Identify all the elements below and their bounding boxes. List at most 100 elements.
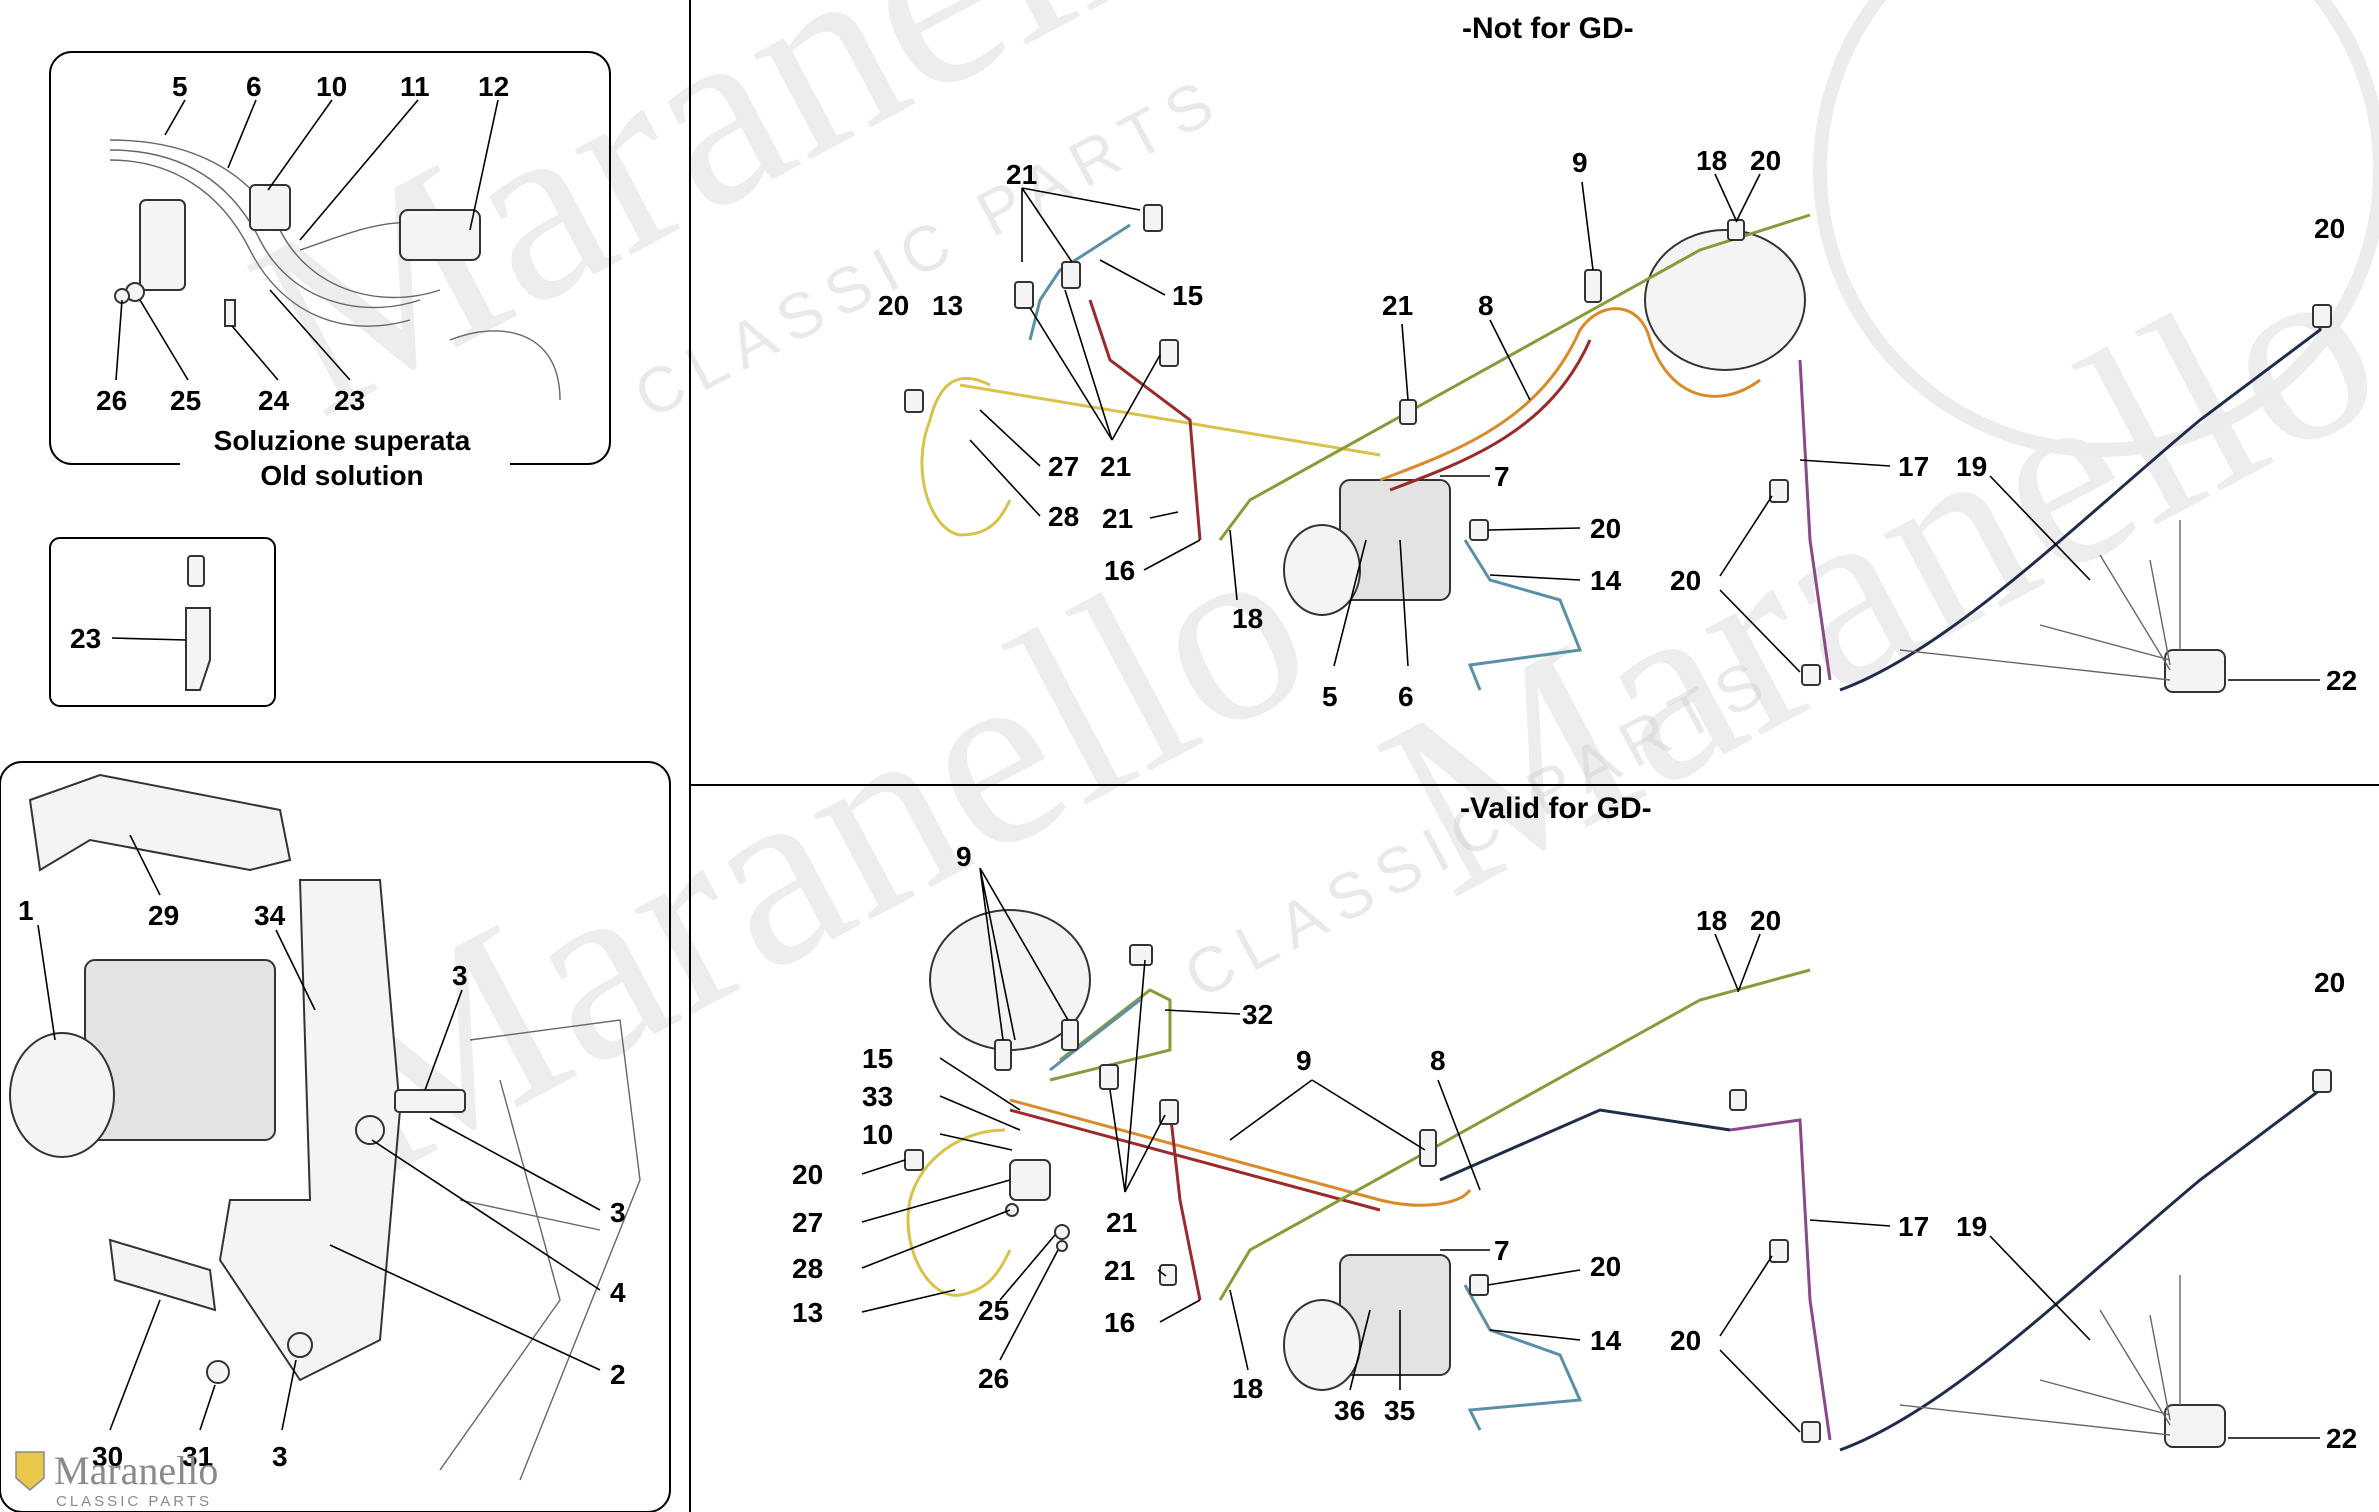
brake-line-13b: [959, 383, 1381, 457]
logo-name: Maranello: [54, 1448, 218, 1493]
bracket-detail-panel: 23: [49, 537, 276, 707]
callout-23-detail: 23: [70, 623, 101, 654]
gd-connector-9-a: [994, 1039, 1012, 1071]
old-clip: [249, 184, 291, 231]
callout-19: 19: [1956, 451, 1987, 482]
callout-20-e: 20: [2314, 213, 2345, 244]
gd-callout-20-d: 20: [1670, 1325, 1701, 1356]
callout-1: 1: [18, 895, 34, 926]
gd-connector-20-a: [904, 1149, 924, 1171]
callout-3-bottom: 3: [272, 1441, 288, 1472]
bolt-3-bottom: [287, 1332, 313, 1358]
gd-callout-20-c: 20: [1750, 905, 1781, 936]
abs-motor: [9, 1032, 115, 1158]
gd-callout-28: 28: [792, 1253, 823, 1284]
gd-brake-line-18: [1218, 968, 1811, 1301]
callout-20-c: 20: [1590, 513, 1621, 544]
gd-callout-13: 13: [792, 1297, 823, 1328]
gd-callout-25: 25: [978, 1295, 1009, 1326]
gd-callout-21-b: 21: [1104, 1255, 1135, 1286]
gd-brake-line-32b: [1049, 998, 1141, 1072]
gd-caliper-rays: [1899, 1275, 2181, 1436]
brake-line-16: [1088, 299, 1202, 541]
gd-brake-line-13: [906, 1128, 1012, 1297]
gd-brake-line-14: [1463, 1284, 1583, 1431]
brake-line-8b: [1389, 339, 1592, 492]
callout-21-c: 21: [1102, 503, 1133, 534]
old-valve: [399, 209, 481, 261]
callout-17: 17: [1898, 451, 1929, 482]
callout-9: 9: [1572, 147, 1588, 178]
callout-5-gd: 5: [1322, 681, 1338, 712]
callout-6-gd: 6: [1398, 681, 1414, 712]
callout-11: 11: [400, 71, 430, 102]
gd-callout-14: 14: [1590, 1325, 1622, 1356]
watermark-emblem: [1813, 0, 2379, 457]
watermark-text-1: Maranello: [212, 0, 1291, 470]
gd-connector-21-b: [1099, 1064, 1119, 1090]
callout-4: 4: [610, 1277, 626, 1308]
gd-callout-20-b: 20: [1590, 1251, 1621, 1282]
callout-14: 14: [1590, 565, 1622, 596]
sensor-connector: [187, 555, 205, 587]
gd-bolt-28: [1005, 1203, 1019, 1217]
bolt-31: [206, 1360, 230, 1384]
mount-bracket: [185, 607, 211, 691]
brake-line-15: [1028, 223, 1131, 341]
valid-gd-heading: -Valid for GD-: [1460, 792, 1652, 825]
gd-brake-line-19b: [1439, 1108, 1731, 1182]
not-gd-heading: -Not for GD-: [1462, 12, 1634, 45]
abs-hydraulic-motor-gd: [1283, 1299, 1361, 1391]
connector-20-b: [1727, 219, 1745, 241]
callout-13: 13: [932, 290, 963, 321]
callout-25: 25: [170, 385, 201, 416]
bolt-3-top: [394, 1089, 466, 1113]
callout-21-d: 21: [1382, 290, 1413, 321]
abs-unit-panel: 1 29 34 3 3 4 2 30 31 3: [0, 761, 671, 1512]
gd-callout-33: 33: [862, 1081, 893, 1112]
gd-callout-9-b: 9: [1296, 1045, 1312, 1076]
gd-connector-20-c: [1729, 1089, 1747, 1111]
gd-callout-8: 8: [1430, 1045, 1446, 1076]
gd-connector-9-c: [1419, 1129, 1437, 1167]
logo-sub: CLASSIC PARTS: [56, 1493, 212, 1510]
gd-connector-20-f: [2312, 1069, 2332, 1093]
callout-28: 28: [1048, 501, 1079, 532]
gd-callout-26: 26: [978, 1363, 1009, 1394]
connector-21-b: [1061, 261, 1081, 289]
gd-brake-line-16: [1168, 1109, 1202, 1301]
gd-caliper-22: [2164, 1404, 2226, 1448]
connector-20-c: [1469, 519, 1489, 541]
gd-callout-17: 17: [1898, 1211, 1929, 1242]
callout-18-a: 18: [1232, 603, 1263, 634]
gd-brake-line-8b: [1009, 1108, 1381, 1212]
connector-21-e: [1399, 399, 1417, 425]
callout-22: 22: [2326, 665, 2357, 696]
old-solution-caption-en: Old solution: [260, 460, 423, 491]
callout-16: 16: [1104, 555, 1135, 586]
gd-connector-9-b: [1061, 1019, 1079, 1051]
callout-3-top: 3: [452, 960, 468, 991]
watermark-text-2: Maranello: [272, 474, 1351, 1230]
callout-20-a: 20: [878, 290, 909, 321]
gd-callout-27: 27: [792, 1207, 823, 1238]
gd-connector-21-a: [1129, 944, 1153, 966]
abs-block: [84, 959, 276, 1141]
callout-10: 10: [316, 71, 347, 102]
gd-washer-26: [1056, 1240, 1068, 1252]
callout-12: 12: [478, 71, 509, 102]
gd-connector-21-c: [1159, 1099, 1179, 1125]
abs-cover: [28, 773, 292, 872]
gd-connector-20-e: [1801, 1421, 1821, 1443]
gd-callout-7: 7: [1494, 1235, 1510, 1266]
gd-callout-21-a: 21: [1106, 1207, 1137, 1238]
callout-34: 34: [254, 900, 286, 931]
callout-30: 30: [92, 1441, 123, 1472]
brake-line-8: [1379, 307, 1761, 482]
abs-bracket: [218, 879, 402, 1382]
gd-callout-16: 16: [1104, 1307, 1135, 1338]
maranello-logo: Maranello CLASSIC PARTS: [15, 1448, 218, 1510]
callout-23: 23: [334, 385, 365, 416]
gd-callout-18-a: 18: [1232, 1373, 1263, 1404]
caption-background: [180, 420, 510, 494]
